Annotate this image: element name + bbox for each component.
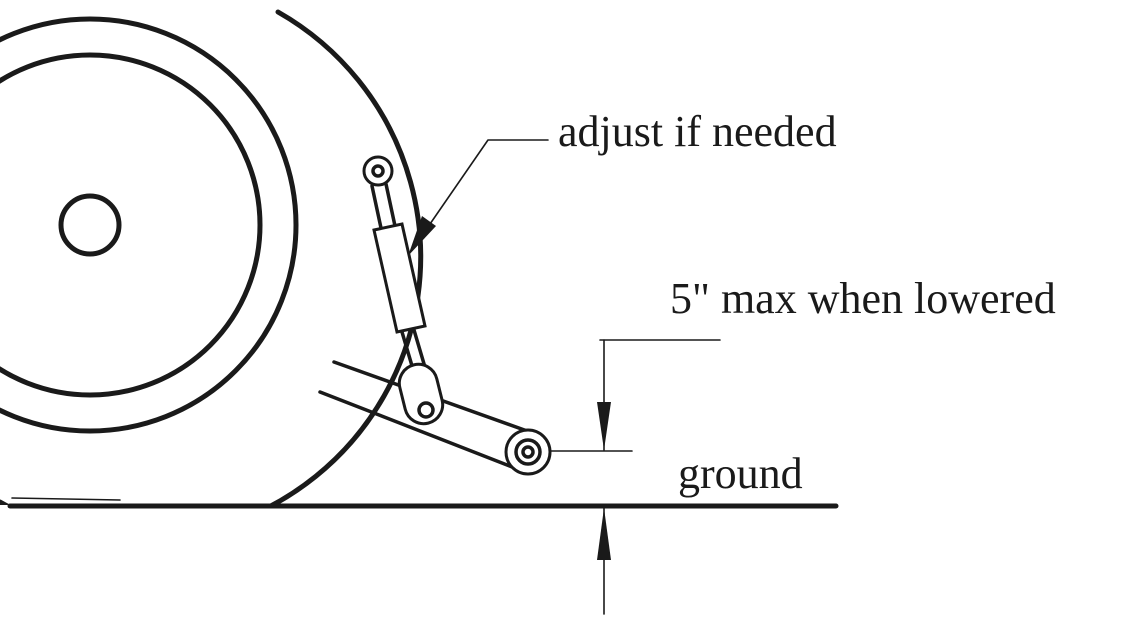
hub: [58, 193, 122, 257]
clearance-dimension: [549, 339, 721, 615]
ground-label: ground: [678, 449, 803, 498]
tire-outer-arc: [0, 9, 424, 505]
foot-roller: [504, 428, 552, 476]
adjust-leader: [408, 139, 549, 256]
adjuster-sleeve: [372, 222, 427, 334]
adjust-label: adjust if needed: [558, 107, 837, 156]
upper-pivot: [362, 155, 394, 187]
lower-clevis: [397, 362, 445, 426]
lower-arm-bottom-edge: [318, 390, 522, 472]
arrow-down: [597, 402, 611, 450]
clearance-label: 5" max when lowered: [670, 274, 1056, 323]
sidewall-outer: [0, 16, 299, 434]
rim-circle: [0, 52, 263, 398]
wheel: [0, 9, 424, 505]
ground-hatch: [11, 497, 121, 501]
